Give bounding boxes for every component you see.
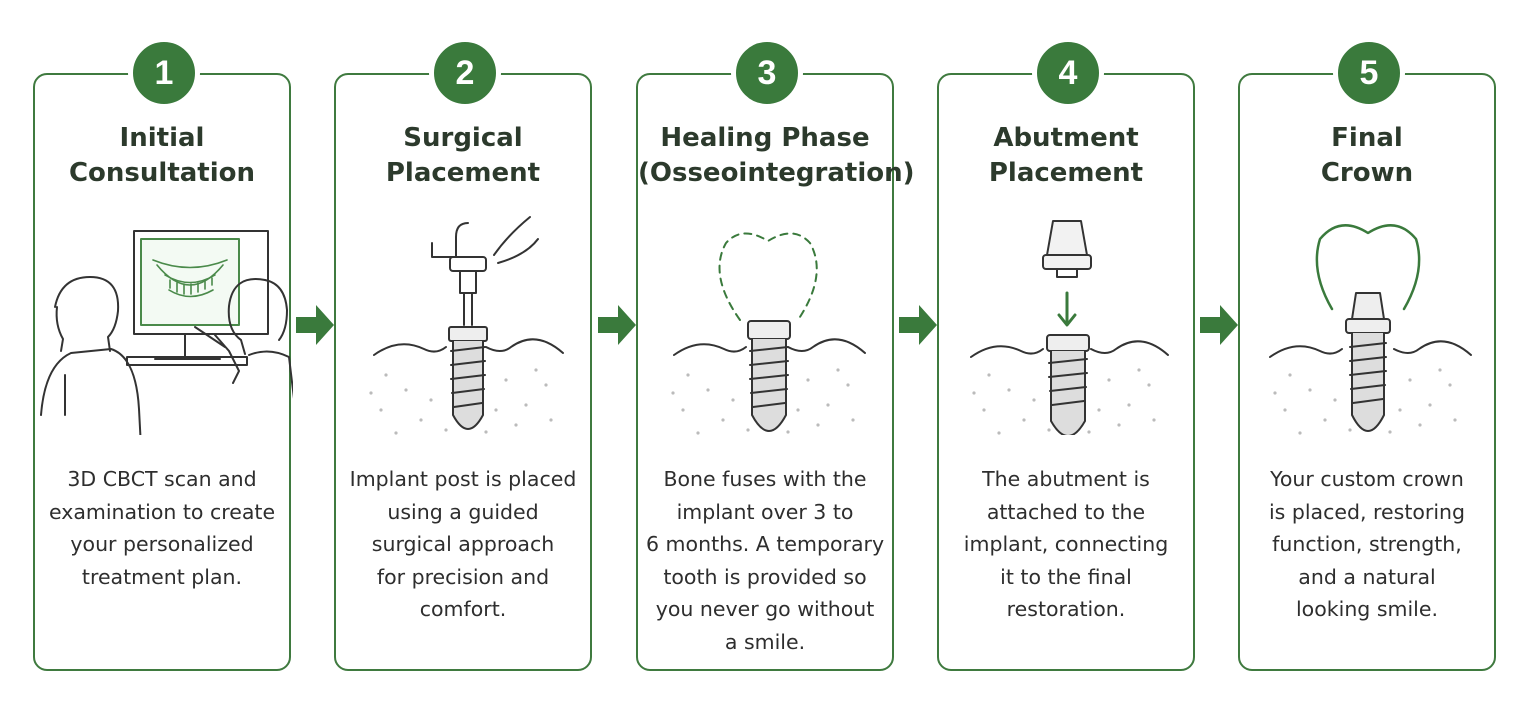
step-number-badge: 4 [1032,37,1104,109]
desc-line: it to the final [1000,564,1132,589]
step-description: 3D CBCT scan and examination to create y… [43,463,281,593]
step-description: The abutment is attached to the implant,… [947,463,1185,626]
step-number-badge: 3 [731,37,803,109]
step-number-badge: 5 [1333,37,1405,109]
step-title-line: Final [1331,123,1403,153]
step-title-line: Consultation [68,158,256,188]
arrow-right-icon [598,305,636,345]
desc-line: you never go without [655,597,875,621]
desc-line: your personalized [70,532,254,556]
desc-line: for precision and [376,564,550,589]
step-title: Abutment Placement [939,121,1193,191]
surgical-placement-illustration [369,216,564,435]
step-title: Surgical Placement [336,121,590,191]
step-title-line: Placement [385,158,541,188]
step-title-line: Placement [988,158,1144,188]
step-title: Final Crown [1240,121,1494,191]
desc-line: using a guided [387,499,539,524]
step-description: Bone fuses with the implant over 3 to 6 … [646,463,884,658]
desc-line: looking smile. [1295,597,1439,621]
desc-line: treatment plan. [81,564,243,589]
desc-line: examination to create [48,499,276,524]
arrow-right-icon [296,305,334,345]
desc-line: Implant post is placed [349,467,577,491]
step-card-2: Surgical Placement Implant post is p [334,73,592,671]
step-title-line: Healing Phase [660,123,870,153]
abutment-placement-illustration [970,220,1169,435]
desc-line: is placed, restoring [1268,499,1466,524]
desc-line: function, strength, [1272,532,1462,556]
arrow-right-icon [1200,305,1238,345]
desc-line: a smile. [724,629,806,654]
step-description: Your custom crown is placed, restoring f… [1248,463,1486,626]
step-card-1: Initial Consultation [33,73,293,671]
arrow-right-icon [899,305,937,345]
healing-phase-illustration [671,232,866,435]
desc-line: Your custom crown [1270,467,1464,491]
desc-line: comfort. [419,597,507,621]
step-title-line: Surgical [403,123,523,153]
step-card-4: Abutment Placement The abutment is [937,73,1195,671]
step-number-badge: 1 [128,37,200,109]
desc-line: and a natural [1298,564,1436,589]
desc-line: implant over 3 to [676,499,854,524]
step-title-line: Crown [1320,158,1414,188]
step-title-line: Abutment [993,123,1139,153]
step-card-3: Healing Phase (Osseointegration) Bone fu… [636,73,915,671]
desc-line: 6 months. A temporary [646,532,885,556]
step-card-5: Final Crown Your custom crown is placed,… [1238,73,1496,671]
desc-line: The abutment is [982,467,1150,491]
step-title: Healing Phase (Osseointegration) [638,121,915,191]
step-number-badge: 2 [429,37,501,109]
step-description: Implant post is placed using a guided su… [344,463,582,626]
step-title-line: Initial [119,123,205,153]
desc-line: implant, connecting [963,532,1169,556]
desc-line: restoration. [1006,597,1126,621]
desc-line: attached to the [986,499,1146,524]
desc-line: 3D CBCT scan and [67,467,257,491]
step-title: Initial Consultation [35,121,289,191]
final-crown-illustration [1269,224,1472,435]
step-title-line: (Osseointegration) [638,158,915,188]
consultation-illustration [40,230,293,435]
desc-line: surgical approach [371,532,555,556]
desc-line: Bone fuses with the [663,467,867,491]
desc-line: tooth is provided so [663,564,867,589]
